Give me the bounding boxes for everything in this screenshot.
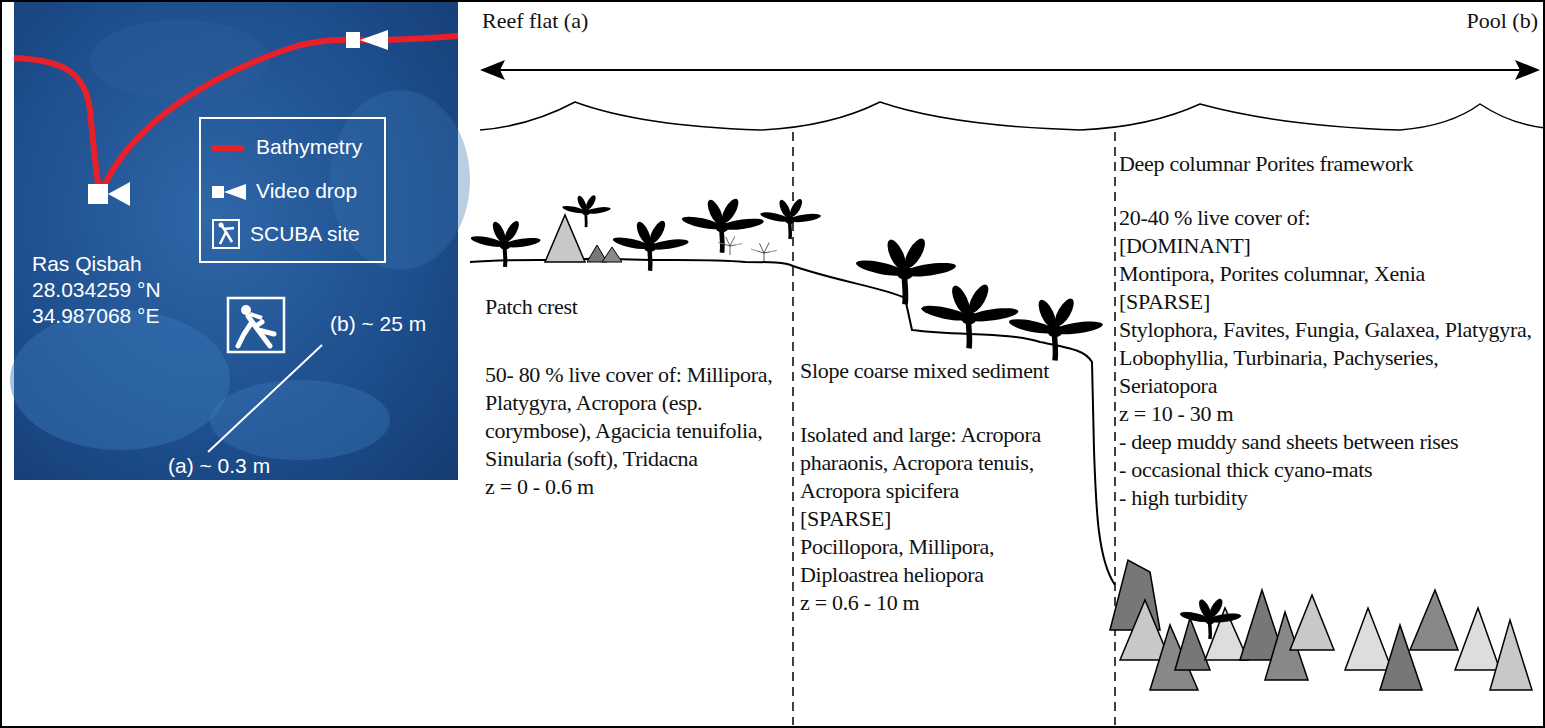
zone-body: 50- 80 % live cover of: Millipora, Platy… (485, 361, 785, 473)
reef-zone: Patch crest 50- 80 % live cover of: Milli… (485, 293, 785, 501)
coordinate: 28.034259 °N (32, 278, 161, 302)
zone-heading: Slope coarse mixed sediment (800, 357, 1072, 385)
zone-body: Stylophora, Favites, Fungia, Galaxea, Pl… (1119, 316, 1539, 400)
zone-heading: Deep columnar Porites framework (1119, 150, 1539, 178)
depth-range: z = 0 - 0.6 m (485, 473, 785, 501)
legend-line-sample (212, 145, 244, 151)
reef-zone: Slope coarse mixed sedimentIsolated and … (800, 357, 1072, 617)
zone-note: - deep muddy sand sheets between rises (1119, 428, 1539, 456)
zone-body: Isolated and large: Acropora pharaonis, … (800, 421, 1072, 505)
leader-line (208, 345, 322, 452)
zone-note: - high turbidity (1119, 484, 1539, 512)
end-label: Reef flat (a) (482, 8, 588, 34)
coordinate: 34.987068 °E (32, 304, 160, 328)
reef-profile (470, 258, 1115, 585)
extent-arrow (490, 69, 1530, 71)
legend-text: Video drop (256, 179, 357, 203)
zone-heading: Patch crest (485, 293, 785, 321)
legend-diver-sample (213, 220, 239, 248)
reef-zone: Deep columnar Porites framework 20-40 % l… (1119, 150, 1539, 512)
zone-body: 20-40 % live cover of: (1119, 204, 1539, 232)
abundance-tag: [DOMINANT] (1119, 232, 1539, 260)
legend-box (200, 118, 385, 262)
video-drop-icon (88, 182, 130, 206)
zone-note: - occasional thick cyano-mats (1119, 456, 1539, 484)
porites-mounds (1110, 560, 1532, 690)
depth-range: z = 0.6 - 10 m (800, 589, 1072, 617)
video-drop-icon (346, 30, 388, 50)
depth-callout: (b) ~ 25 m (330, 312, 426, 336)
scuba-site-icon (228, 298, 284, 352)
legend-text: Bathymetry (256, 135, 362, 159)
zone-body: Montipora, Porites columnar, Xenia (1119, 260, 1539, 288)
zone-divider (1114, 132, 1116, 725)
abundance-tag: [SPARSE] (1119, 288, 1539, 316)
abundance-tag: [SPARSE] (800, 505, 1072, 533)
patch-crest-corals (470, 194, 821, 271)
zone-body: Pocillopora, Millipora, Diploastrea heli… (800, 533, 1072, 589)
bathymetry-line (14, 36, 458, 195)
legend-text: SCUBA site (250, 222, 360, 246)
end-label: Pool (b) (1467, 8, 1539, 34)
depth-callout: (a) ~ 0.3 m (168, 454, 270, 478)
water-surface (480, 102, 1545, 130)
site-name: Ras Qisbah (32, 252, 142, 276)
legend-camera-sample (212, 184, 246, 200)
depth-range: z = 10 - 30 m (1119, 400, 1539, 428)
slope-corals (855, 236, 1104, 361)
